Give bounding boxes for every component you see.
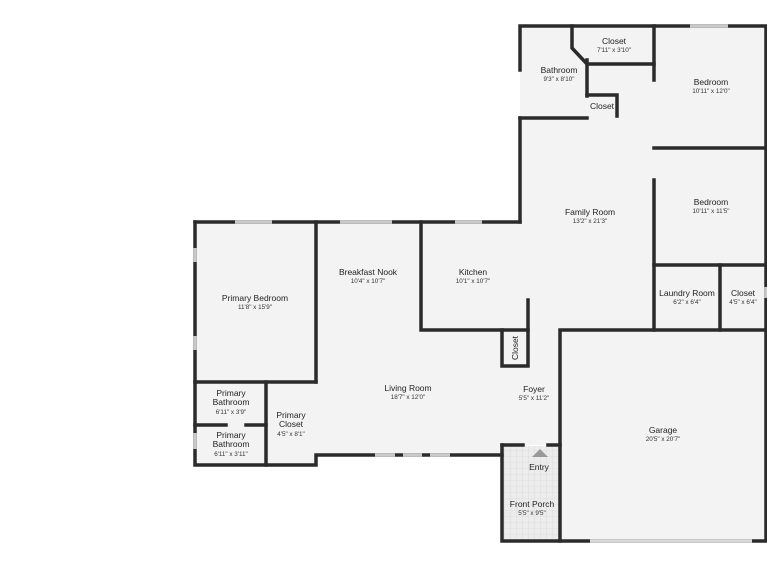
upper-wing-wall <box>518 24 767 332</box>
closet-rotated-wall <box>500 328 530 368</box>
room-dims-bedroom-1: 10'11" x 12'0" <box>692 88 730 95</box>
porch-wall <box>500 443 562 543</box>
room-labels: Bathroom 9'3" x 8'10" Closet 7'11" x 3'1… <box>213 36 757 517</box>
room-dims-bathroom-upper: 9'3" x 8'10" <box>543 76 574 83</box>
kitchen-wall <box>419 220 530 332</box>
room-name-closet-upper: Closet <box>602 36 627 46</box>
room-dims-primary-bathroom-1: 6'11" x 3'9" <box>216 409 247 416</box>
room-name-closet-rotated: Closet <box>510 335 520 360</box>
garage-floor <box>560 331 766 541</box>
room-dims-closet-right: 4'5" x 6'4" <box>729 299 757 306</box>
room-dims-primary-closet: 4'5" x 8'1" <box>277 431 305 438</box>
room-name-bathroom-upper: Bathroom <box>541 65 578 75</box>
room-dims-laundry-room: 6'2" x 6'4" <box>673 299 701 306</box>
room-name-primary-bedroom: Primary Bedroom <box>222 293 288 303</box>
room-name-kitchen: Kitchen <box>459 267 488 277</box>
room-dims-closet-upper: 7'11" x 3'10" <box>597 47 631 54</box>
room-dims-bedroom-2: 10'11" x 11'5" <box>692 208 729 215</box>
room-dims-living-room: 18'7" x 12'0" <box>391 394 426 401</box>
entry-arrow-icon <box>532 449 548 457</box>
room-name-closet-small: Closet <box>590 101 615 111</box>
room-dims-kitchen: 10'1" x 10'7" <box>456 278 491 285</box>
room-name-garage: Garage <box>649 425 678 435</box>
room-name-bedroom-1: Bedroom <box>694 77 729 87</box>
closet-upper-wall <box>570 24 656 66</box>
room-name-closet-right: Closet <box>731 288 756 298</box>
room-name-bedroom-2: Bedroom <box>694 197 729 207</box>
room-dims-family-room: 13'2" x 21'3" <box>573 218 608 225</box>
room-name-front-porch: Front Porch <box>510 499 555 509</box>
room-name-living-room: Living Room <box>384 383 431 393</box>
room-name-foyer: Foyer <box>523 384 545 394</box>
room-dims-breakfast-nook: 10'4" x 10'7" <box>351 278 386 285</box>
room-dims-foyer: 5'5" x 11'2" <box>519 395 550 402</box>
room-name-breakfast-nook: Breakfast Nook <box>339 267 398 277</box>
room-name-family-room: Family Room <box>565 207 615 217</box>
windows <box>193 24 767 543</box>
floor-areas <box>195 26 766 541</box>
room-dims-primary-bedroom: 11'8" x 15'9" <box>238 304 272 311</box>
room-dims-garage: 20'5" x 20'7" <box>646 436 681 443</box>
room-dims-front-porch: 5'5" x 9'5" <box>518 510 546 517</box>
room-dims-primary-bathroom-2: 6'11" x 3'11" <box>214 451 248 458</box>
room-name-entry: Entry <box>529 462 550 472</box>
room-name-laundry-room: Laundry Room <box>659 288 715 298</box>
front-porch-floor <box>503 446 559 541</box>
closet-small-wall <box>585 93 619 118</box>
